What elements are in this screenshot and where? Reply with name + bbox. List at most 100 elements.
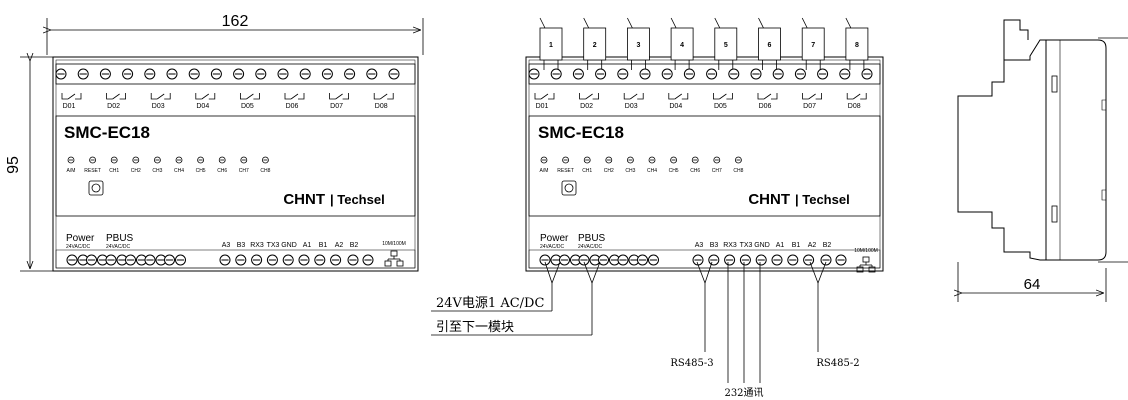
relay-wire-lead: [583, 17, 590, 29]
brand-logo-wired: CHNT: [748, 191, 790, 208]
power-label-wired: Power: [540, 233, 569, 244]
top-terminal-screw: [706, 68, 718, 80]
top-terminal-screw: [233, 68, 245, 80]
output-label: D02: [580, 103, 593, 110]
callout-pbus: 引至下一模块: [436, 320, 514, 335]
relay-number-label: 4: [680, 42, 684, 49]
bottom-terminal-screw: [105, 254, 117, 266]
top-terminal-screw: [617, 68, 629, 80]
output-label: D08: [848, 103, 861, 110]
led-indicator-icon: [197, 156, 205, 164]
led-label: CH1: [582, 168, 592, 174]
bottom-terminal-screw: [66, 254, 78, 266]
bottom-terminal-screw: [144, 254, 156, 266]
bottom-terminal-screw: [362, 254, 374, 266]
dim-width-label: 162: [222, 13, 249, 30]
pbus-sub-label: 24VAC/DC: [106, 244, 130, 250]
top-terminal-screw: [366, 68, 378, 80]
led-indicator-icon: [110, 156, 118, 164]
top-terminal-screw: [255, 68, 267, 80]
relay-wire-box: [539, 27, 563, 61]
led-indicator-icon: [153, 156, 161, 164]
led-indicator-icon: [605, 156, 613, 164]
led-indicator-icon: [562, 156, 569, 164]
led-label: CH3: [625, 168, 635, 174]
output-label: D07: [803, 103, 816, 110]
bottom-terminal-screw: [539, 254, 551, 266]
relay-wire-box: [627, 27, 650, 61]
led-label: CH4: [174, 168, 184, 174]
brand-suffix-wired: | Techsel: [795, 192, 850, 207]
output-label: D01: [536, 103, 549, 110]
bottom-terminal-screw: [266, 254, 278, 266]
bottom-terminal-screw: [125, 254, 136, 266]
terminal-label: B1: [319, 242, 328, 249]
terminal-label: TX3: [740, 242, 753, 249]
terminal-label: B1: [792, 242, 801, 249]
dim-height-side-label: 95: [1124, 142, 1128, 159]
output-label: D04: [196, 103, 209, 110]
pbus-label: PBUS: [106, 233, 134, 244]
top-terminal-screw: [550, 68, 562, 80]
bottom-terminal-screw: [330, 254, 342, 266]
terminal-label: A1: [303, 242, 312, 249]
output-label: D05: [241, 103, 254, 110]
bottom-terminal-screw: [164, 254, 175, 266]
terminal-label: A3: [695, 242, 704, 249]
relay-wire-lead: [801, 17, 808, 29]
top-terminal-screw: [388, 68, 400, 80]
terminal-label: B2: [823, 242, 832, 249]
bottom-terminal-screw: [637, 254, 648, 266]
output-label: D04: [669, 103, 682, 110]
callout-rs485-3: RS485-3: [670, 358, 713, 369]
led-indicator-icon: [175, 156, 183, 164]
top-terminal-screw: [661, 68, 673, 80]
bottom-terminal-screw: [692, 254, 704, 266]
top-terminal-screw: [77, 68, 89, 80]
top-terminal-screw: [728, 68, 740, 80]
terminal-label: A2: [335, 242, 344, 249]
terminal-label: TX3: [267, 242, 280, 249]
led-indicator-icon: [261, 156, 269, 164]
side-view: [958, 19, 1128, 302]
led-indicator-icon: [583, 156, 591, 164]
relay-number-label: 7: [811, 42, 815, 49]
bottom-terminal-screw: [648, 254, 659, 266]
output-label: D03: [152, 103, 165, 110]
top-terminal-screw: [188, 68, 200, 80]
dim-depth-label: 64: [1024, 276, 1041, 293]
output-label: D08: [375, 103, 388, 110]
led-label: CH6: [690, 168, 700, 174]
led-label: CH2: [131, 168, 141, 174]
output-label: D06: [286, 103, 299, 110]
terminal-label: RX3: [723, 242, 737, 249]
bottom-terminal-screw: [708, 254, 720, 266]
top-terminal-screw: [321, 68, 333, 80]
reset-button-wired: [561, 180, 577, 196]
bottom-terminal-screw: [219, 254, 231, 266]
bottom-terminal-screw: [251, 254, 263, 266]
bottom-terminal-screw: [559, 254, 570, 266]
relay-number-label: 8: [855, 42, 859, 49]
relay-wire-lead: [714, 17, 721, 29]
bottom-terminal-screw: [298, 254, 310, 266]
power-label: Power: [66, 233, 95, 244]
bottom-terminal-screw: [175, 254, 186, 266]
terminal-label: B3: [237, 242, 246, 249]
top-terminal-screw: [122, 68, 134, 80]
top-terminal-screw: [639, 68, 651, 80]
led-label: CH1: [109, 168, 119, 174]
top-terminal-screw: [99, 68, 111, 80]
bottom-terminal-screw: [835, 254, 847, 266]
bottom-terminal-screw: [235, 254, 247, 266]
terminal-label: A1: [776, 242, 785, 249]
led-indicator-icon: [670, 156, 677, 164]
led-indicator-icon: [89, 156, 96, 164]
